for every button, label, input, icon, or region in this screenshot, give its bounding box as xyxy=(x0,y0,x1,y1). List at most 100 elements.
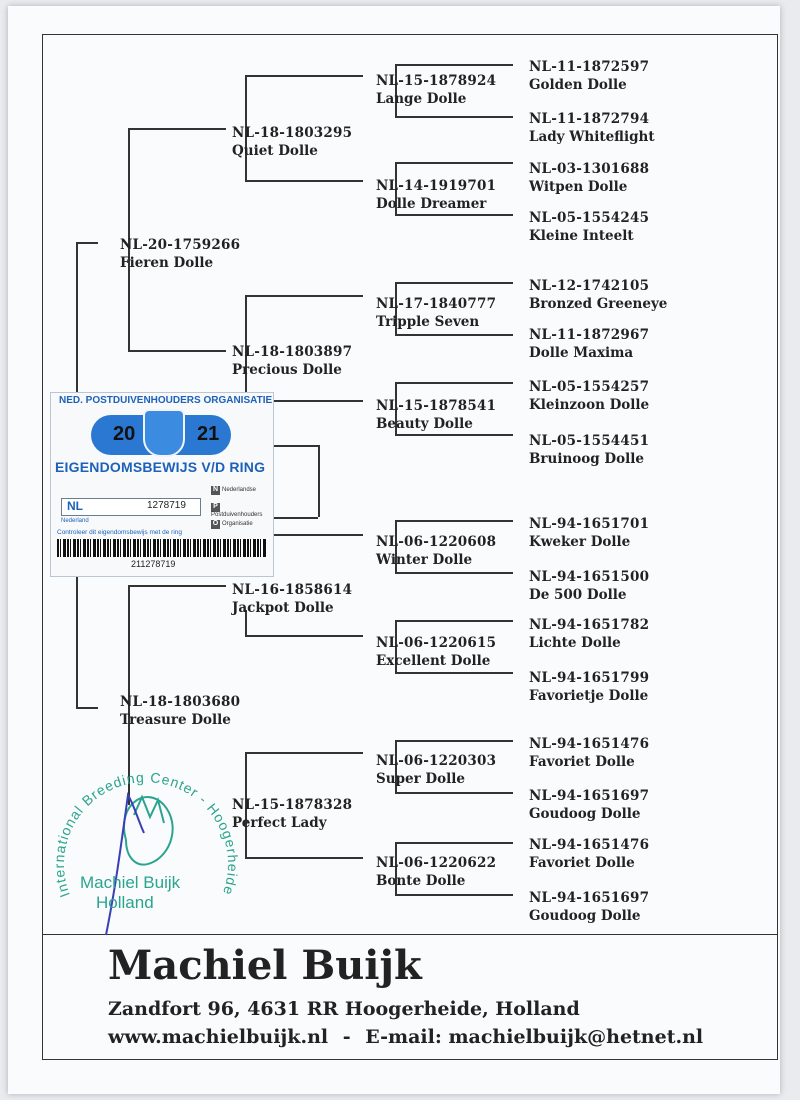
pigeon-gen4-10: NL-94-1651500 De 500 Dolle xyxy=(529,568,649,604)
pigeon-gen3-7: NL-06-1220303 Super Dolle xyxy=(376,752,496,788)
ring-number: NL-03-1301688 xyxy=(529,161,650,177)
pigeon-name: Bonte Dolle xyxy=(376,873,466,889)
pigeon-name: Goudoog Dolle xyxy=(529,908,641,924)
pigeon-gen4-7: NL-05-1554257 Kleinzoon Dolle xyxy=(529,378,649,414)
year-right: 21 xyxy=(197,423,220,445)
sticker-sub-label: Nederland xyxy=(61,518,89,524)
control-text: Controleer dit eigendomsbewijs met de ri… xyxy=(57,529,183,536)
pigeon-name: Precious Dolle xyxy=(232,362,342,378)
pigeon-gen2-4: NL-15-1878328 Perfect Lady xyxy=(232,796,352,832)
pigeon-name: Favorietje Dolle xyxy=(529,688,649,704)
pigeon-name: Kleinzoon Dolle xyxy=(529,397,650,413)
pigeon-name: Kweker Dolle xyxy=(529,534,631,550)
pigeon-name: Jackpot Dolle xyxy=(232,600,334,616)
ring-number: NL-16-1858614 xyxy=(232,582,353,598)
sticker-title: EIGENDOMSBEWIJS V/D RING xyxy=(55,459,266,475)
pigeon-gen4-11: NL-94-1651782 Lichte Dolle xyxy=(529,616,649,652)
ring-number: NL-05-1554451 xyxy=(529,433,650,449)
pigeon-name: Golden Dolle xyxy=(529,77,627,93)
ring-number: NL-94-1651701 xyxy=(529,516,650,532)
pigeon-gen4-14: NL-94-1651697 Goudoog Dolle xyxy=(529,787,649,823)
sticker-ring-number: 1278719 xyxy=(147,500,186,511)
ring-number: NL-18-1803897 xyxy=(232,344,353,360)
pigeon-gen4-9: NL-94-1651701 Kweker Dolle xyxy=(529,515,649,551)
pigeon-gen1-dam: NL-18-1803680 Treasure Dolle xyxy=(120,693,240,729)
ring-number: NL-17-1840777 xyxy=(376,296,497,312)
pigeon-name: Favoriet Dolle xyxy=(529,754,635,770)
contact-separator: - xyxy=(342,1026,351,1048)
pigeon-name: Lady Whiteflight xyxy=(529,129,655,145)
stamp-name: Machiel Buijk xyxy=(80,873,181,892)
breeder-address: Zandfort 96, 4631 RR Hoogerheide, Hollan… xyxy=(108,998,580,1020)
breeder-name: Machiel Buijk xyxy=(108,942,422,989)
pigeon-gen4-6: NL-11-1872967 Dolle Maxima xyxy=(529,326,649,362)
pigeon-gen3-4: NL-15-1878541 Beauty Dolle xyxy=(376,397,496,433)
ring-number: NL-14-1919701 xyxy=(376,178,497,194)
pigeon-name: Favoriet Dolle xyxy=(529,855,635,871)
ring-number: NL-15-1878328 xyxy=(232,797,353,813)
pigeon-name: Bruinoog Dolle xyxy=(529,451,644,467)
country-code: NL xyxy=(67,499,83,513)
pigeon-name: Treasure Dolle xyxy=(120,712,231,728)
pigeon-name: Fieren Dolle xyxy=(120,255,214,271)
website-link[interactable]: www.machielbuijk.nl xyxy=(108,1026,329,1048)
ring-number: NL-18-1803680 xyxy=(120,694,241,710)
breeding-center-stamp: International Breeding Center - Hoogerhe… xyxy=(40,732,246,945)
pigeon-name: Dolle Dreamer xyxy=(376,196,487,212)
pigeon-gen4-5: NL-12-1742105 Bronzed Greeneye xyxy=(529,277,667,313)
pigeon-gen4-2: NL-11-1872794 Lady Whiteflight xyxy=(529,110,655,146)
pigeon-name: Tripple Seven xyxy=(376,314,480,330)
crest-icon xyxy=(143,409,185,457)
ring-number: NL-94-1651799 xyxy=(529,670,650,686)
ring-number: NL-94-1651697 xyxy=(529,788,650,804)
pigeon-gen3-1: NL-15-1878924 Lange Dolle xyxy=(376,72,496,108)
ring-number-field xyxy=(61,498,201,516)
sticker-header: NED. POSTDUIVENHOUDERS ORGANISATIE xyxy=(59,395,273,406)
pigeon-name: Perfect Lady xyxy=(232,815,327,831)
ring-number: NL-15-1878541 xyxy=(376,398,497,414)
pigeon-name: Dolle Maxima xyxy=(529,345,634,361)
ring-number: NL-12-1742105 xyxy=(529,278,650,294)
ring-number: NL-05-1554257 xyxy=(529,379,650,395)
stamp-country: Holland xyxy=(96,893,154,912)
pigeon-gen3-8: NL-06-1220622 Bonte Dolle xyxy=(376,854,496,890)
ring-number: NL-11-1872597 xyxy=(529,59,650,75)
pigeon-gen2-2: NL-18-1803897 Precious Dolle xyxy=(232,343,352,379)
pigeon-name: Excellent Dolle xyxy=(376,653,491,669)
ring-number: NL-94-1651500 xyxy=(529,569,650,585)
pigeon-gen3-2: NL-14-1919701 Dolle Dreamer xyxy=(376,177,496,213)
ring-number: NL-15-1878924 xyxy=(376,73,497,89)
pigeon-name: Goudoog Dolle xyxy=(529,806,641,822)
ring-number: NL-18-1803295 xyxy=(232,125,353,141)
footer-divider xyxy=(42,934,778,935)
pigeon-name: Bronzed Greeneye xyxy=(529,296,668,312)
ring-number: NL-94-1651782 xyxy=(529,617,650,633)
ring-number: NL-94-1651697 xyxy=(529,890,650,906)
email-link[interactable]: E-mail: machielbuijk@hetnet.nl xyxy=(365,1026,704,1048)
breeder-contact: www.machielbuijk.nl - E-mail: machielbui… xyxy=(108,1026,711,1048)
pigeon-name: Kleine Inteelt xyxy=(529,228,634,244)
barcode-number: 211278719 xyxy=(131,559,176,569)
pigeon-name: Lichte Dolle xyxy=(529,635,621,651)
pigeon-gen4-12: NL-94-1651799 Favorietje Dolle xyxy=(529,669,649,705)
pigeon-gen3-5: NL-06-1220608 Winter Dolle xyxy=(376,533,496,569)
stamp-seal-icon: International Breeding Center - Hoogerhe… xyxy=(40,732,240,936)
pigeon-name: Witpen Dolle xyxy=(529,179,628,195)
pigeon-gen4-16: NL-94-1651697 Goudoog Dolle xyxy=(529,889,649,925)
pigeon-gen4-3: NL-03-1301688 Witpen Dolle xyxy=(529,160,649,196)
pigeon-gen4-15: NL-94-1651476 Favoriet Dolle xyxy=(529,836,649,872)
pigeon-gen4-8: NL-05-1554451 Bruinoog Dolle xyxy=(529,432,649,468)
pigeon-gen4-4: NL-05-1554245 Kleine Inteelt xyxy=(529,209,649,245)
ring-number: NL-06-1220622 xyxy=(376,855,497,871)
ring-number: NL-11-1872794 xyxy=(529,111,650,127)
ring-number: NL-94-1651476 xyxy=(529,736,650,752)
ring-number: NL-20-1759266 xyxy=(120,237,241,253)
org-line-2: PPostduivenhouders xyxy=(211,503,263,518)
ring-number: NL-06-1220608 xyxy=(376,534,497,550)
pigeon-gen3-3: NL-17-1840777 Tripple Seven xyxy=(376,295,496,331)
pigeon-name: Quiet Dolle xyxy=(232,143,318,159)
pigeon-gen3-6: NL-06-1220615 Excellent Dolle xyxy=(376,634,496,670)
pigeon-name: Beauty Dolle xyxy=(376,416,473,432)
